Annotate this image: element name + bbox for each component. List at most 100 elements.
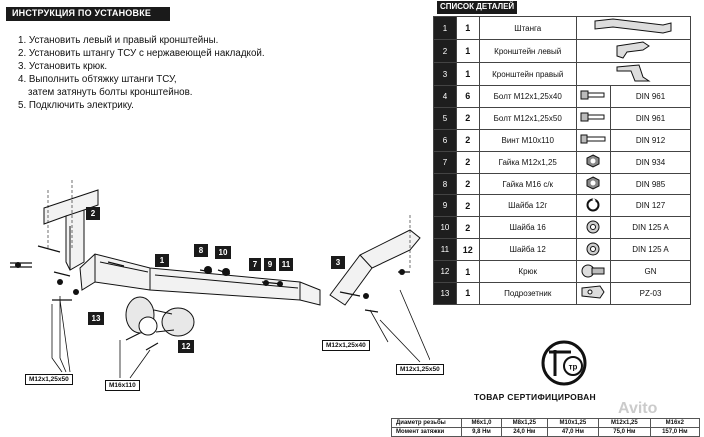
instruction-step: затем затянуть болты кронштейнов. <box>28 87 193 98</box>
part-name: Винт M10x110 <box>478 128 577 152</box>
part-quantity: 1 <box>455 260 480 284</box>
hook-drawing <box>125 296 195 337</box>
part-number: 6 <box>433 128 457 152</box>
part-picture <box>575 260 612 284</box>
instruction-step: 5. Подключить электрику. <box>18 100 134 111</box>
part-name: Подрозетник <box>478 282 577 305</box>
part-quantity: 6 <box>455 85 480 108</box>
part-quantity: 12 <box>455 238 480 262</box>
torque-row-label: Момент затяжки <box>391 427 462 437</box>
part-quantity: 1 <box>455 282 480 305</box>
part-name: Гайка M16 с/к <box>478 172 577 196</box>
part-number: 12 <box>433 260 457 284</box>
part-name: Гайка M12x1,25 <box>478 150 577 174</box>
spring-washer-icon <box>586 198 600 214</box>
part-number: 13 <box>433 282 457 305</box>
callout-13: 13 <box>88 312 104 325</box>
callout-3: 3 <box>331 256 345 269</box>
part-name: Крюк <box>478 260 577 284</box>
washer-icon <box>586 220 600 236</box>
instruction-step: 4. Выполнить обтяжку штанги ТСУ, <box>18 74 177 85</box>
part-standard: GN <box>610 260 691 284</box>
bracket-right-drawing <box>329 229 421 306</box>
bracket-right-icon <box>613 63 653 85</box>
part-quantity: 2 <box>455 216 480 240</box>
instructions-title: ИНСТРУКЦИЯ ПО УСТАНОВКЕ <box>6 7 170 21</box>
part-picture <box>575 128 612 152</box>
watermark: Avito <box>618 400 658 417</box>
certification-logo: тр <box>541 340 587 386</box>
part-standard: DIN 961 <box>610 106 691 130</box>
washer-icon <box>586 242 600 258</box>
bracket-left-icon <box>613 40 653 62</box>
screw-icon <box>580 133 606 147</box>
part-number: 1 <box>433 16 457 40</box>
torque-table: Диаметр резьбы M6x1,0 M8x1,25 M10x1,25 M… <box>391 418 701 437</box>
part-number: 2 <box>433 39 457 63</box>
callout-7: 7 <box>249 258 261 271</box>
part-standard: DIN 985 <box>610 172 691 196</box>
torque-value: 9,8 Нм <box>461 427 502 437</box>
part-standard: DIN 912 <box>610 128 691 152</box>
part-picture <box>575 172 612 196</box>
dimension-label: M12x1,25x50 <box>25 374 73 385</box>
thread-size: M12x1,25 <box>598 418 651 428</box>
instruction-step: 3. Установить крюк. <box>18 61 108 72</box>
part-picture <box>575 85 612 108</box>
part-number: 11 <box>433 238 457 262</box>
torque-value: 24,0 Нм <box>500 427 548 437</box>
thread-size: M16x2 <box>649 418 701 428</box>
part-quantity: 2 <box>455 106 480 130</box>
part-name: Болт M12x1,25x40 <box>478 85 577 108</box>
certification-text: ТОВАР СЕРТИФИЦИРОВАН <box>474 392 596 402</box>
hook-icon <box>580 262 606 282</box>
part-picture <box>575 39 692 63</box>
torque-row-label: Диаметр резьбы <box>391 418 462 428</box>
part-quantity: 1 <box>455 16 480 40</box>
part-number: 3 <box>433 62 457 86</box>
part-number: 4 <box>433 85 457 108</box>
part-quantity: 1 <box>455 62 480 86</box>
thread-size: M10x1,25 <box>546 418 600 428</box>
assembly-drawing <box>10 180 430 379</box>
dimension-label: M16x110 <box>105 380 140 391</box>
part-quantity: 2 <box>455 194 480 218</box>
part-name: Штанга <box>478 16 577 40</box>
callout-9: 9 <box>264 258 276 271</box>
part-number: 5 <box>433 106 457 130</box>
thread-size: M6x1,0 <box>461 418 502 428</box>
bar-icon <box>593 17 673 39</box>
dimension-label: M12x1,25x50 <box>396 364 444 375</box>
part-number: 9 <box>433 194 457 218</box>
part-picture <box>575 106 612 130</box>
callout-11: 11 <box>279 258 293 271</box>
part-picture <box>575 238 612 262</box>
part-number: 10 <box>433 216 457 240</box>
instruction-step: 2. Установить штангу ТСУ с нержавеющей н… <box>18 48 265 59</box>
part-name: Кронштейн правый <box>478 62 577 86</box>
part-standard: DIN 125 A <box>610 216 691 240</box>
part-picture <box>575 216 612 240</box>
part-number: 7 <box>433 150 457 174</box>
socket-plate-icon <box>580 284 606 302</box>
torque-value: 75,0 Нм <box>598 427 651 437</box>
svg-text:тр: тр <box>569 363 578 372</box>
parts-title: СПИСОК ДЕТАЛЕЙ <box>437 1 517 14</box>
part-name: Кронштейн левый <box>478 39 577 63</box>
callout-8: 8 <box>194 244 208 257</box>
callout-2: 2 <box>86 207 100 220</box>
part-name: Болт M12x1,25x50 <box>478 106 577 130</box>
part-standard: PZ-03 <box>610 282 691 305</box>
part-quantity: 2 <box>455 128 480 152</box>
